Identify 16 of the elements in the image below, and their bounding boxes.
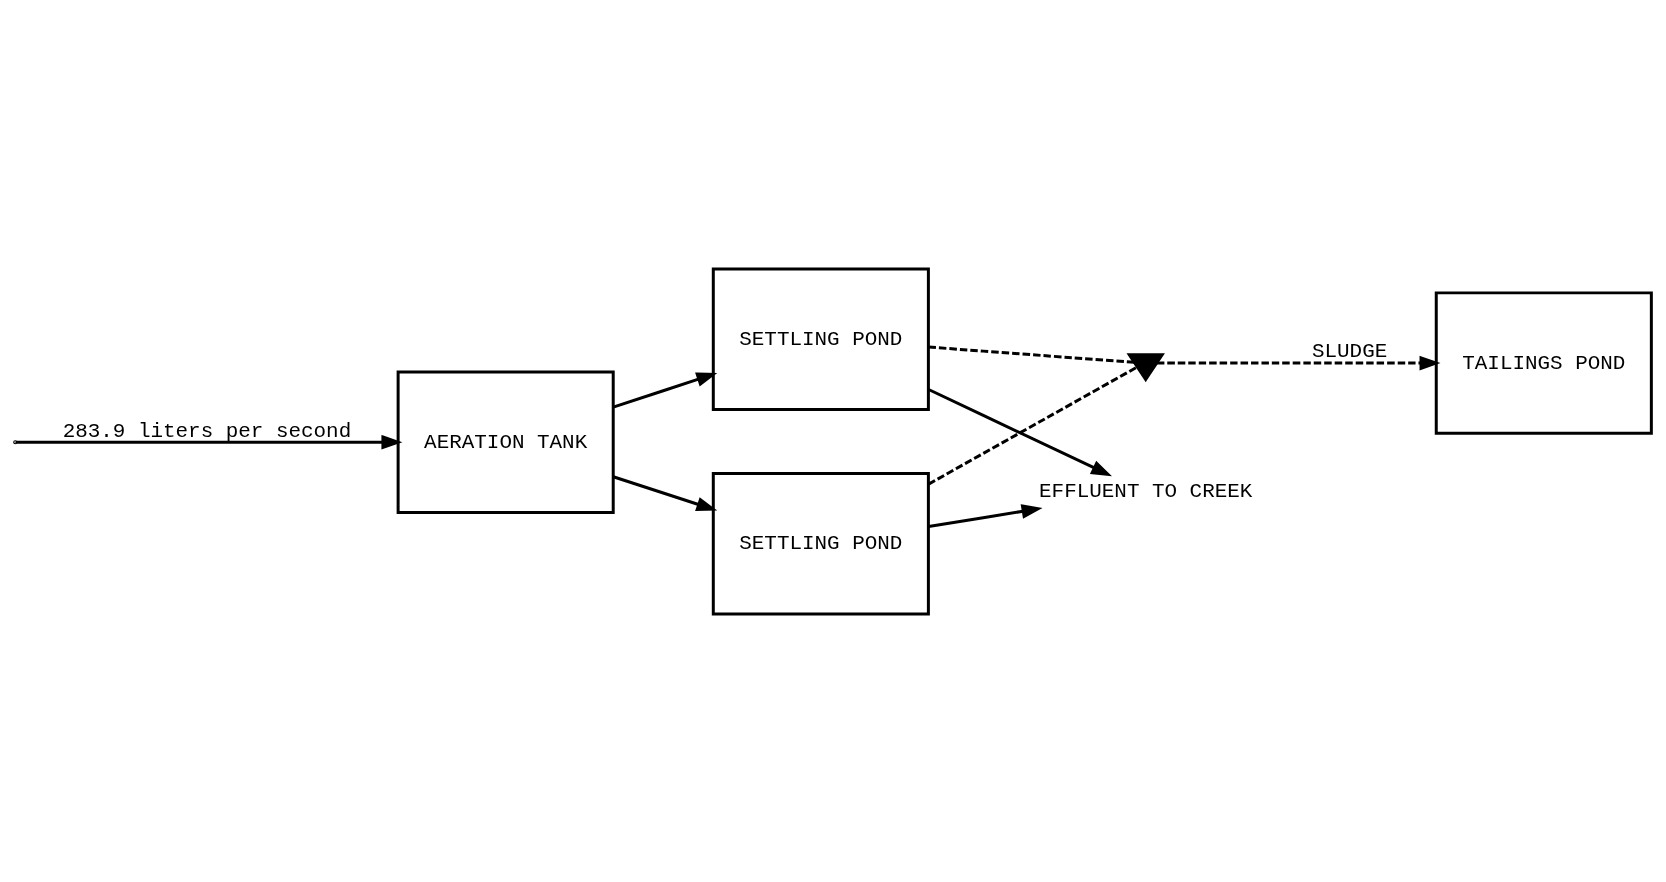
node-box: TAILINGS POND — [1434, 290, 1653, 435]
node-box: SETTLING POND — [711, 471, 930, 616]
connector — [928, 345, 1135, 364]
arrow — [612, 474, 718, 511]
node-box: AERATION TANK — [396, 370, 615, 514]
edge-label: SLUDGE — [1311, 339, 1388, 363]
node-box: SETTLING POND — [711, 266, 930, 411]
arrow — [928, 387, 1112, 476]
arrow — [612, 371, 718, 409]
connector — [927, 365, 1138, 485]
arrow — [928, 503, 1043, 528]
edge-label: 283.9 liters per second — [62, 419, 352, 443]
arrow — [1157, 355, 1441, 370]
node-valve — [1126, 352, 1165, 382]
node-text: EFFLUENT TO CREEK — [1039, 479, 1253, 503]
arrow — [15, 434, 403, 450]
